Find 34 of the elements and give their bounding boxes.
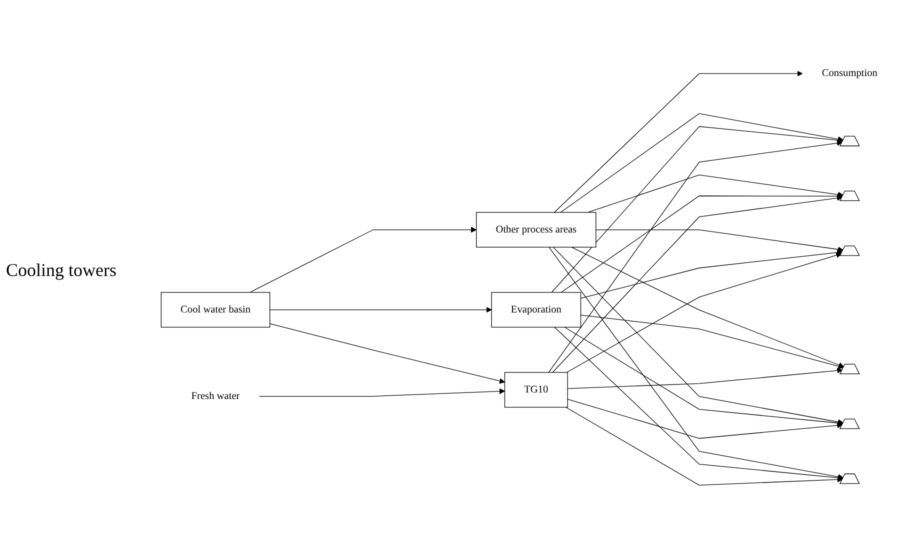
node-trapezoid [839, 473, 860, 484]
arrow [588, 174, 844, 212]
node-box: Cool water basin [160, 292, 270, 328]
node-trapezoid [839, 245, 860, 256]
node-box: TG10 [504, 372, 568, 408]
arrow [548, 246, 844, 480]
node-trapezoid [839, 190, 860, 201]
arrow [580, 250, 843, 299]
arrow [552, 246, 844, 425]
node-text: Consumption [822, 68, 878, 79]
towers-label: Cooling towers [6, 260, 118, 281]
node-box: Evaporation [491, 292, 582, 328]
arrow [250, 226, 477, 293]
arrow [554, 326, 844, 481]
arrow [567, 398, 843, 439]
arrow [551, 126, 844, 293]
arrow [596, 229, 844, 252]
arrow [560, 113, 844, 212]
arrow [548, 140, 842, 373]
node-trapezoid [839, 418, 860, 429]
arrow [270, 306, 492, 312]
arrow [258, 388, 505, 396]
arrow [270, 323, 505, 384]
node-trapezoid [839, 136, 860, 146]
node-trapezoid [839, 364, 860, 374]
arrow [552, 195, 842, 373]
arrow [566, 406, 843, 486]
arrow [580, 314, 844, 369]
arrow [567, 368, 843, 389]
node-box: Other process areas [476, 212, 596, 248]
arrow [554, 70, 803, 212]
arrow [564, 326, 844, 426]
arrow [560, 193, 843, 293]
node-text: Fresh water [191, 390, 240, 402]
